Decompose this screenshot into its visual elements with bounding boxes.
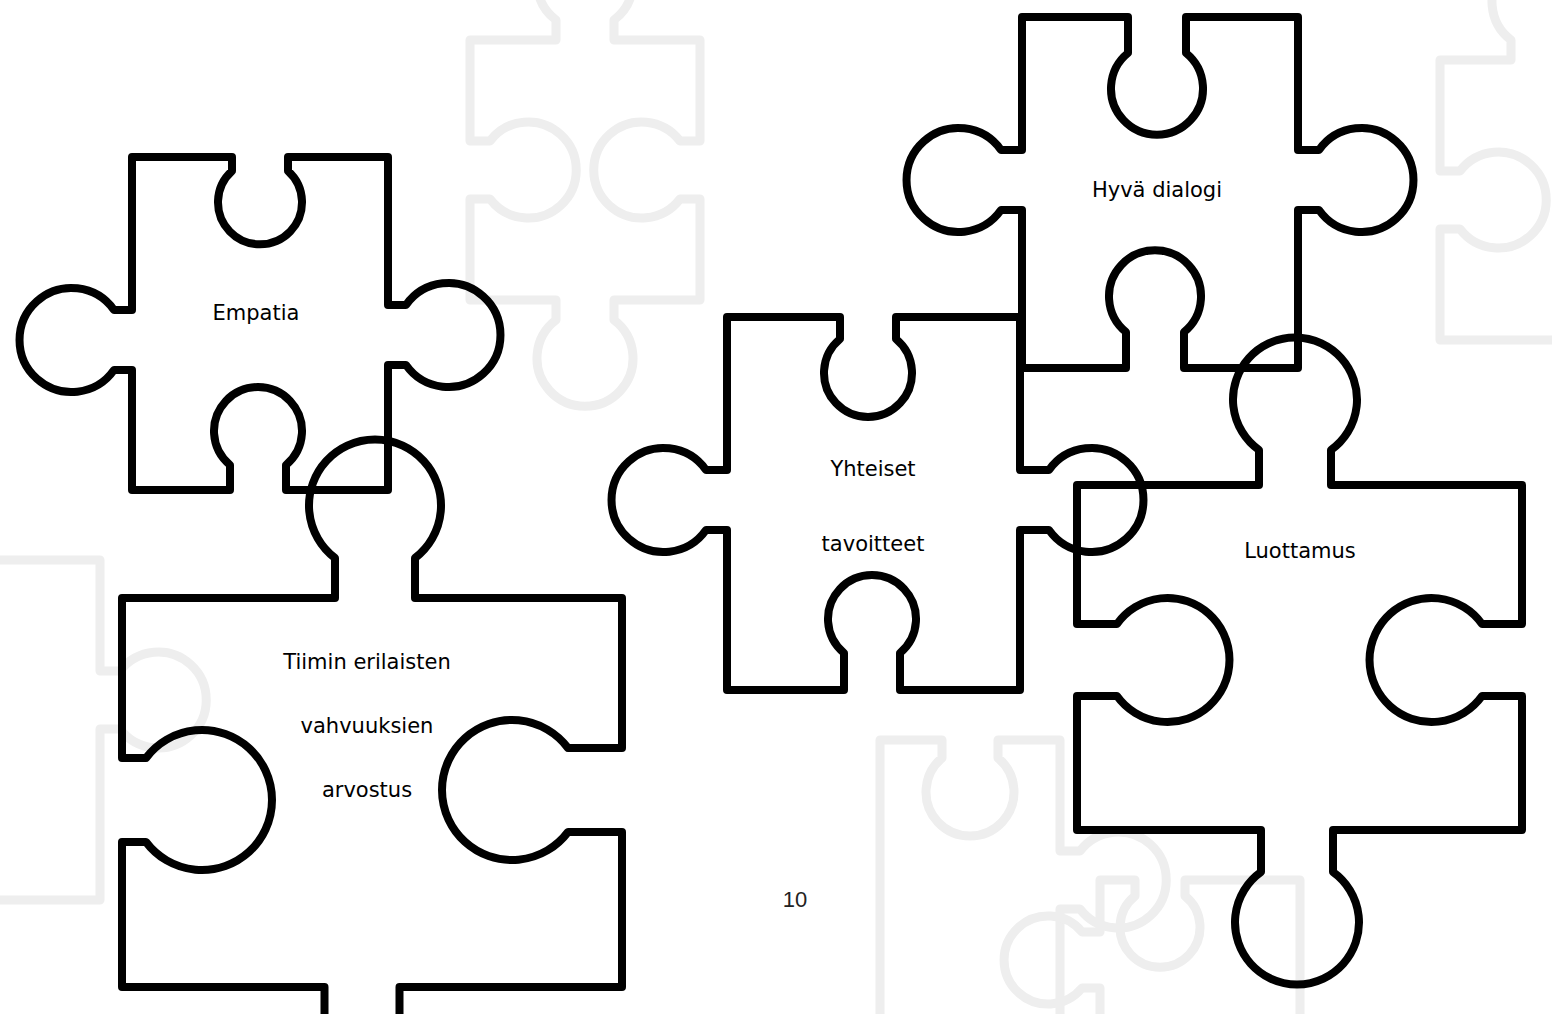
piece-outline bbox=[0, 0, 608, 710]
piece-label: Luottamus bbox=[1170, 536, 1430, 566]
background-piece bbox=[1004, 880, 1300, 1014]
piece-border bbox=[122, 440, 622, 1014]
piece-label: Yhteiset tavoitteet bbox=[793, 432, 953, 582]
piece-text-area: Yhteiset tavoitteet bbox=[793, 432, 953, 582]
piece-border bbox=[907, 17, 1414, 368]
piece-outline bbox=[802, 0, 1518, 588]
puzzle-piece: Empatia bbox=[0, 0, 608, 710]
background-piece bbox=[0, 560, 206, 900]
puzzle-piece: Hyvä dialogi bbox=[802, 0, 1518, 588]
piece-text-area: Tiimin erilaisten vahvuuksien arvostus bbox=[262, 630, 472, 822]
piece-border bbox=[20, 157, 501, 490]
piece-label: Empatia bbox=[146, 298, 366, 328]
puzzle-piece: Luottamus bbox=[857, 265, 1552, 1014]
puzzle-piece: Yhteiset tavoitteet bbox=[507, 97, 1240, 910]
piece-border bbox=[1077, 338, 1522, 985]
piece-text-area: Empatia bbox=[146, 298, 366, 328]
page-number: 10 bbox=[783, 887, 807, 913]
background-piece bbox=[470, 0, 700, 406]
piece-outline bbox=[507, 97, 1240, 910]
piece-outline bbox=[0, 378, 842, 1014]
piece-text-area: Luottamus bbox=[1170, 536, 1430, 566]
piece-text-area: Hyvä dialogi bbox=[1037, 175, 1277, 205]
piece-border bbox=[612, 317, 1144, 690]
piece-label: Hyvä dialogi bbox=[1037, 175, 1277, 205]
puzzle-piece: Tiimin erilaisten vahvuuksien arvostus bbox=[0, 378, 842, 1014]
piece-label: Tiimin erilaisten vahvuuksien arvostus bbox=[262, 630, 472, 822]
piece-outline bbox=[857, 265, 1552, 1014]
background-piece bbox=[1440, 0, 1552, 340]
